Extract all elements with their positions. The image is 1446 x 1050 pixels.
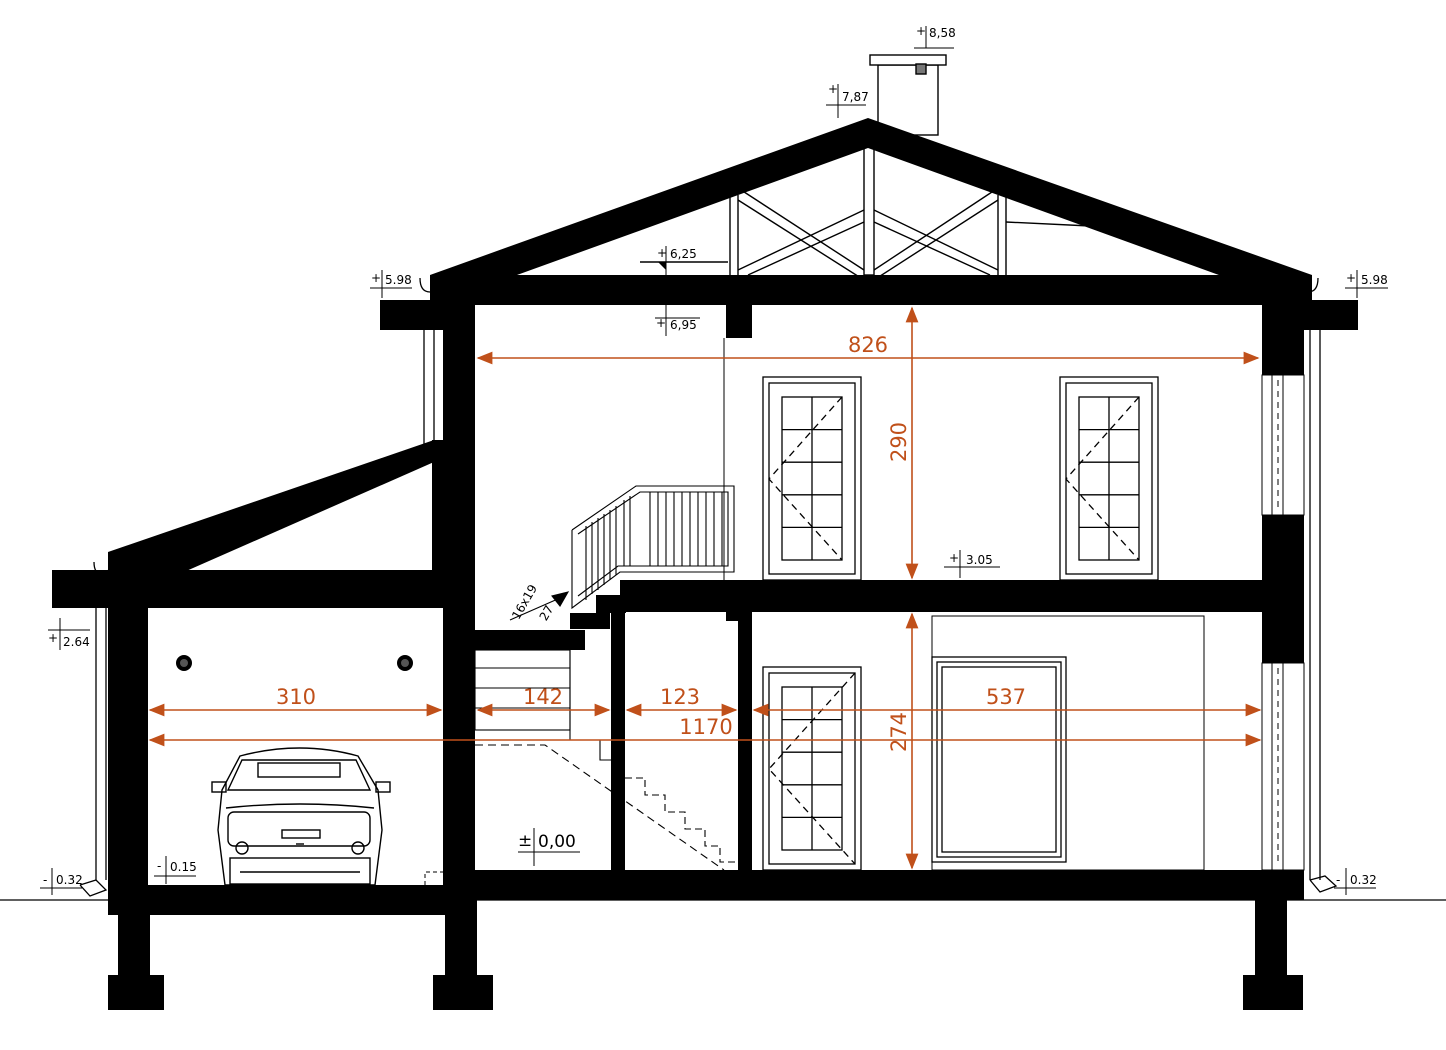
level-marker-eave-right: + 5.98 [1345, 270, 1388, 298]
main-roof [430, 118, 1312, 300]
svg-text:+: + [657, 246, 667, 260]
svg-text:6,95: 6,95 [670, 318, 697, 332]
stair-railing [571, 485, 735, 610]
garage-roof [108, 440, 434, 572]
door-upper-2 [1059, 376, 1159, 581]
svg-text:-: - [157, 859, 161, 873]
main-left-wall [443, 300, 475, 900]
level-marker-chimney: + 8,58 [914, 24, 956, 49]
svg-text:0.32: 0.32 [56, 873, 83, 887]
svg-text:3.05: 3.05 [966, 553, 993, 567]
svg-text:8,58: 8,58 [929, 26, 956, 40]
level-marker-garage-roof: + 2.64 [48, 618, 90, 650]
right-windows [1261, 374, 1305, 871]
dim-living-width: 537 [986, 685, 1026, 709]
svg-text:0,00: 0,00 [538, 832, 576, 852]
ceiling-slab [443, 275, 1288, 305]
level-marker-ridge: + 7,87 [826, 82, 869, 118]
svg-text:+: + [828, 82, 838, 96]
door-upper-1 [762, 376, 862, 581]
svg-text:+: + [371, 271, 381, 285]
dim-stair-width: 142 [523, 685, 563, 709]
vents [176, 655, 413, 671]
ground-floor-slab [475, 870, 1262, 900]
living-door [931, 656, 1067, 863]
svg-text:+: + [1346, 271, 1356, 285]
svg-text:+: + [916, 24, 926, 38]
gutters [79, 277, 1338, 897]
structure [52, 118, 1358, 1010]
level-marker-ground-left: - 0.32 [40, 868, 83, 895]
svg-text:7,87: 7,87 [842, 90, 869, 104]
svg-text:±: ± [518, 831, 532, 851]
svg-text:+: + [656, 316, 666, 330]
door-lower [762, 666, 862, 871]
dim-garage-width: 310 [276, 685, 316, 709]
dimension-lines [148, 306, 1262, 870]
svg-text:+: + [48, 631, 58, 645]
right-wall [1262, 300, 1304, 375]
first-floor-slab [620, 580, 1262, 612]
dim-lower-height: 274 [887, 712, 911, 752]
stair-wall [611, 612, 625, 870]
garage-left-wall [108, 570, 148, 900]
svg-text:+: + [949, 551, 959, 565]
level-marker-first-floor: + 3.05 [944, 550, 1000, 578]
level-marker-attic: + 6,25 [655, 246, 700, 275]
svg-text:5.98: 5.98 [385, 273, 412, 287]
level-marker-garage-floor: - 0.15 [154, 856, 197, 884]
svg-text:0.32: 0.32 [1350, 873, 1377, 887]
svg-text:6,25: 6,25 [670, 247, 697, 261]
roof-truss [640, 139, 1091, 281]
level-marker-ceiling: + 6,95 [655, 304, 700, 336]
chimney [869, 54, 947, 136]
dim-upper-width: 826 [848, 333, 888, 357]
garage-step [424, 871, 444, 885]
svg-text:-: - [1336, 873, 1340, 887]
svg-text:-: - [43, 873, 47, 887]
hall-wall [738, 612, 752, 870]
level-marker-eave-left: + 5.98 [370, 270, 412, 298]
level-marker-zero: ± 0,00 [518, 828, 580, 866]
stair-tread-label: 27 [537, 603, 557, 623]
level-marker-ground-right: - 0.32 [1334, 868, 1377, 895]
car-icon [211, 747, 391, 886]
stair-riser-label: 16x19 [509, 582, 540, 622]
svg-text:0.15: 0.15 [170, 860, 197, 874]
svg-text:2.64: 2.64 [63, 635, 90, 649]
svg-text:5.98: 5.98 [1361, 273, 1388, 287]
dim-total-width: 1170 [679, 715, 732, 739]
dim-hall-width: 123 [660, 685, 700, 709]
garage-floor-slab [108, 885, 475, 915]
dim-upper-height: 290 [887, 422, 911, 462]
